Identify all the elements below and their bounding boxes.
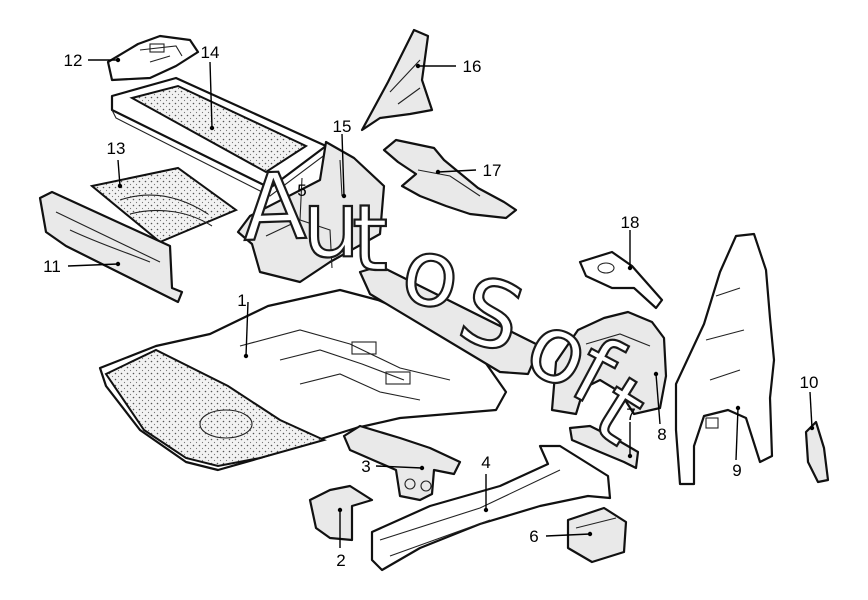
part-13-floor-panel [89, 166, 239, 244]
callout-3: 3 [361, 457, 370, 476]
part-7-bracket [568, 424, 640, 470]
rear-cross-member [358, 264, 542, 376]
part-9-quarter-panel [674, 232, 776, 486]
callout-11: 11 [43, 257, 61, 276]
leader-lines [67, 59, 813, 548]
callout-8: 8 [657, 425, 666, 444]
watermark-letter: t [352, 185, 388, 292]
part-11-side-panel [38, 190, 184, 304]
callout-14: 14 [201, 43, 220, 62]
callout-15: 15 [333, 117, 352, 136]
callout-labels: 1 2 3 4 5 6 7 8 9 10 11 12 13 14 15 16 1… [43, 43, 818, 570]
callout-1: 1 [237, 291, 246, 310]
callout-5: 5 [297, 181, 306, 200]
callout-12: 12 [64, 51, 83, 70]
part-1-floor-pan [98, 288, 508, 472]
part-10-strip [804, 420, 830, 484]
callout-9: 9 [732, 461, 741, 480]
callout-13: 13 [107, 139, 126, 158]
callout-7: 7 [626, 405, 635, 424]
part-15-tub [236, 140, 386, 284]
part-8-wheel-arch [550, 310, 668, 416]
part-2-mount [308, 484, 374, 542]
watermark-letter: A [241, 153, 308, 262]
part-12-bracket [106, 34, 200, 82]
part-6-bracket [566, 506, 628, 564]
callout-18: 18 [621, 213, 640, 232]
part-18-bracket [578, 250, 664, 310]
part-17-bracket [382, 138, 518, 220]
callout-4: 4 [481, 453, 490, 472]
callout-16: 16 [463, 57, 482, 76]
part-14-parcel-shelf [110, 76, 328, 197]
callout-6: 6 [529, 527, 538, 546]
callout-10: 10 [800, 373, 819, 392]
callout-2: 2 [336, 551, 345, 570]
part-3-bracket [342, 424, 462, 502]
callout-17: 17 [483, 161, 502, 180]
part-4-rail [370, 444, 612, 572]
part-16-pillar [360, 28, 434, 132]
watermark-letter: u [302, 171, 360, 278]
leader-dots [115, 57, 815, 537]
